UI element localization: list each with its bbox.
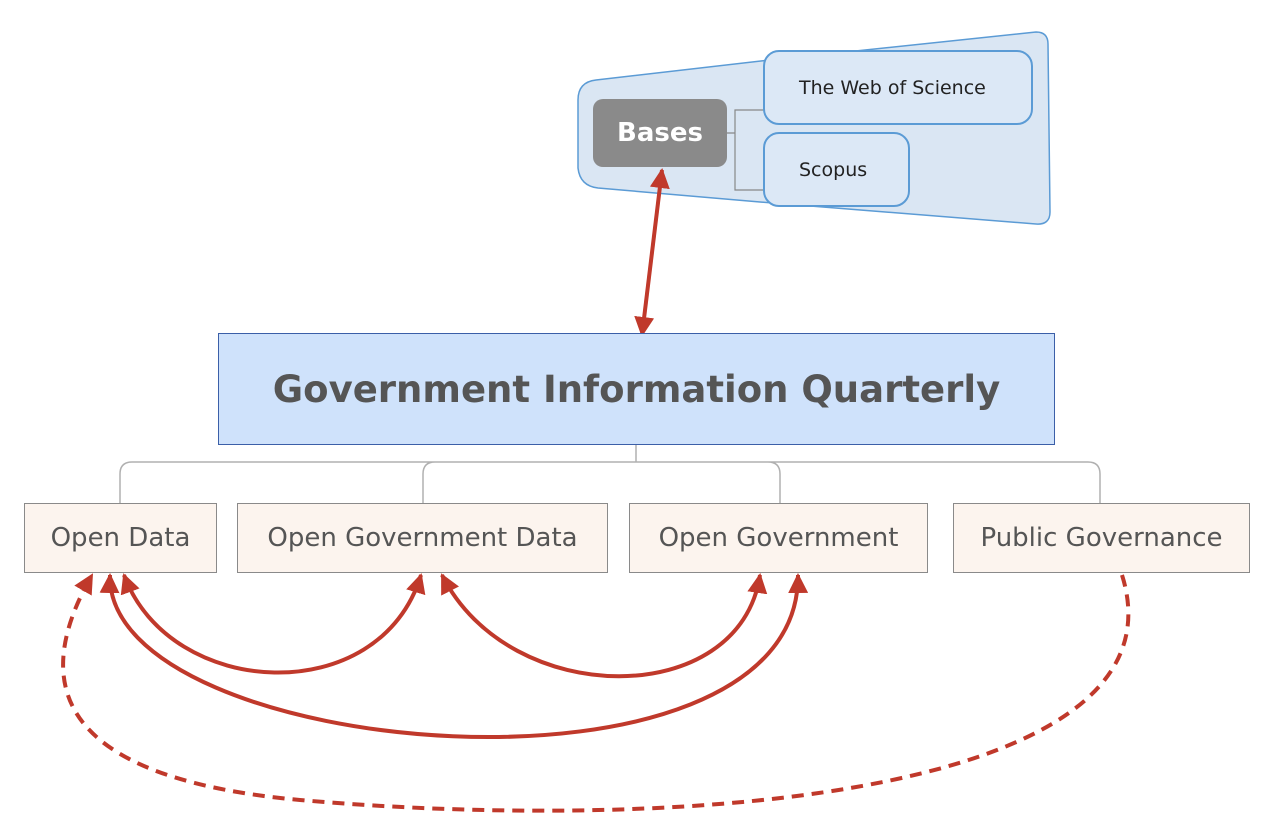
bases-node: Bases [593, 99, 727, 167]
database-label: The Web of Science [799, 76, 986, 99]
topic-label: Open Government Data [267, 523, 578, 553]
arrow-opendata-ogd [120, 573, 426, 675]
topic-open-data: Open Data [24, 503, 217, 573]
journal-title: Government Information Quarterly [272, 367, 1001, 411]
bases-journal-arrow [634, 168, 670, 337]
bases-label: Bases [617, 118, 703, 148]
arrow-pg-opendata-dashed [61, 573, 1131, 813]
database-web-of-science: The Web of Science [763, 50, 1033, 125]
topic-open-government: Open Government [629, 503, 928, 573]
arrow-ogd-og [440, 573, 768, 679]
arrow-opendata-og [99, 573, 809, 740]
journal-node: Government Information Quarterly [218, 333, 1055, 445]
topic-label: Public Governance [980, 523, 1223, 553]
topic-label: Open Government [658, 523, 899, 553]
topic-label: Open Data [50, 523, 191, 553]
tree-connector [119, 445, 1101, 503]
topic-public-governance: Public Governance [953, 503, 1250, 573]
database-label: Scopus [799, 158, 868, 181]
topic-open-government-data: Open Government Data [237, 503, 608, 573]
database-scopus: Scopus [763, 132, 910, 207]
